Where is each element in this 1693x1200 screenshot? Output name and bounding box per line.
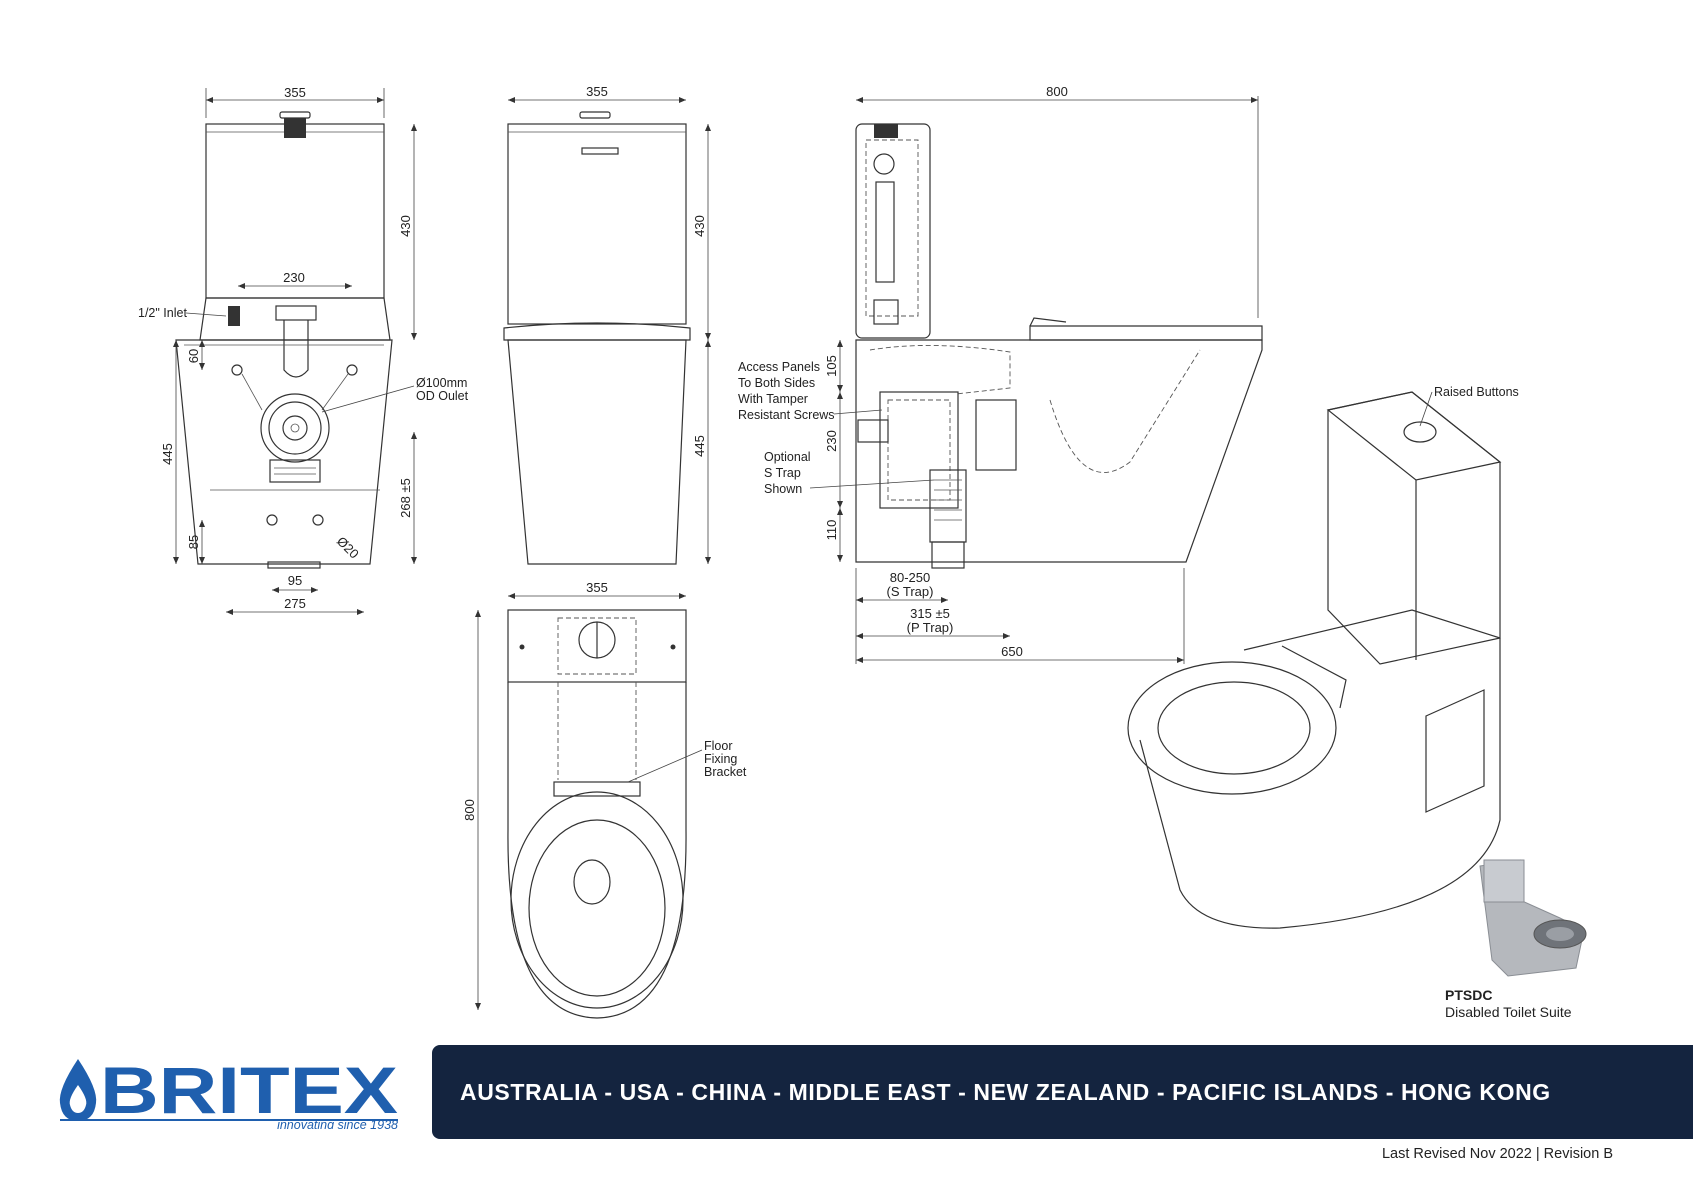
dim-230-label: 230 <box>824 430 839 452</box>
top-width-label: 355 <box>586 580 608 595</box>
strap-range-label: 80-250 <box>890 570 930 585</box>
base-275-label: 275 <box>284 596 306 611</box>
brand-name: BRITEX <box>100 1055 398 1127</box>
brand-tagline: innovating since 1938 <box>277 1118 398 1129</box>
pan-length-label: 650 <box>1001 644 1023 659</box>
inlet-label: 1/2" Inlet <box>138 306 187 320</box>
section-view: 800 Access Panels To Both Sides With Tam… <box>738 84 1263 664</box>
base-95-label: 95 <box>288 573 302 588</box>
outlet-label-line2: OD Oulet <box>416 389 469 403</box>
buttons-label: Raised Buttons <box>1434 385 1519 399</box>
regions-banner: AUSTRALIA - USA - CHINA - MIDDLE EAST - … <box>432 1045 1693 1139</box>
bracket-label-line2: Fixing <box>704 752 737 766</box>
bracket-label-line3: Bracket <box>704 765 747 779</box>
strap-label-line1: Optional <box>764 450 811 464</box>
side-cistern-height-label: 430 <box>692 215 707 237</box>
section-length-label: 800 <box>1046 84 1068 99</box>
product-thumbnail <box>1479 859 1587 977</box>
dim-110-label: 110 <box>824 520 839 541</box>
revision-note: Last Revised Nov 2022 | Revision B <box>1381 1146 1613 1162</box>
access-label-line4: Resistant Screws <box>738 408 835 422</box>
side-pan-height-label: 445 <box>692 435 707 457</box>
regions-text: AUSTRALIA - USA - CHINA - MIDDLE EAST - … <box>460 1078 1551 1105</box>
front-cistern-height-label: 430 <box>398 215 413 237</box>
strap-note-label: (S Trap) <box>887 584 934 599</box>
front-pan-height-label: 445 <box>160 443 175 465</box>
top-length-label: 800 <box>462 799 477 821</box>
access-label-line3: With Tamper <box>738 392 808 406</box>
front-view: 355 430 230 1/2" Inlet 60 Ø100mm OD Oule… <box>138 85 469 615</box>
product-code: PTSDC <box>1445 987 1493 1003</box>
ptrap-dim-label: 315 ±5 <box>910 606 950 621</box>
ptrap-note-label: (P Trap) <box>907 620 954 635</box>
product-caption: PTSDC Disabled Toilet Suite <box>1445 987 1572 1021</box>
access-label-line1: Access Panels <box>738 360 820 374</box>
hole-dia-label: Ø20 <box>334 534 362 562</box>
dim-60-label: 60 <box>186 349 201 363</box>
side-width-label: 355 <box>586 84 608 99</box>
side-view: 355 430 445 <box>503 84 711 565</box>
product-name: Disabled Toilet Suite <box>1445 1004 1572 1020</box>
inlet-spacing-label: 230 <box>283 270 305 285</box>
top-view: 355 800 Floor Fixing Bracket <box>462 580 747 1019</box>
outlet-height-label: 268 ±5 <box>398 478 413 518</box>
britex-logo: BRITEX innovating since 1938 <box>59 1055 398 1129</box>
dim-85-label: 85 <box>186 535 201 549</box>
bracket-label-line1: Floor <box>704 739 732 753</box>
access-label-line2: To Both Sides <box>738 376 815 390</box>
strap-label-line3: Shown <box>764 482 802 496</box>
outlet-label-line1: Ø100mm <box>416 376 467 390</box>
strap-label-line2: S Trap <box>764 466 801 480</box>
front-width-label: 355 <box>284 85 306 100</box>
iso-view: Raised Buttons <box>1127 385 1519 929</box>
dim-105-label: 105 <box>824 355 839 377</box>
